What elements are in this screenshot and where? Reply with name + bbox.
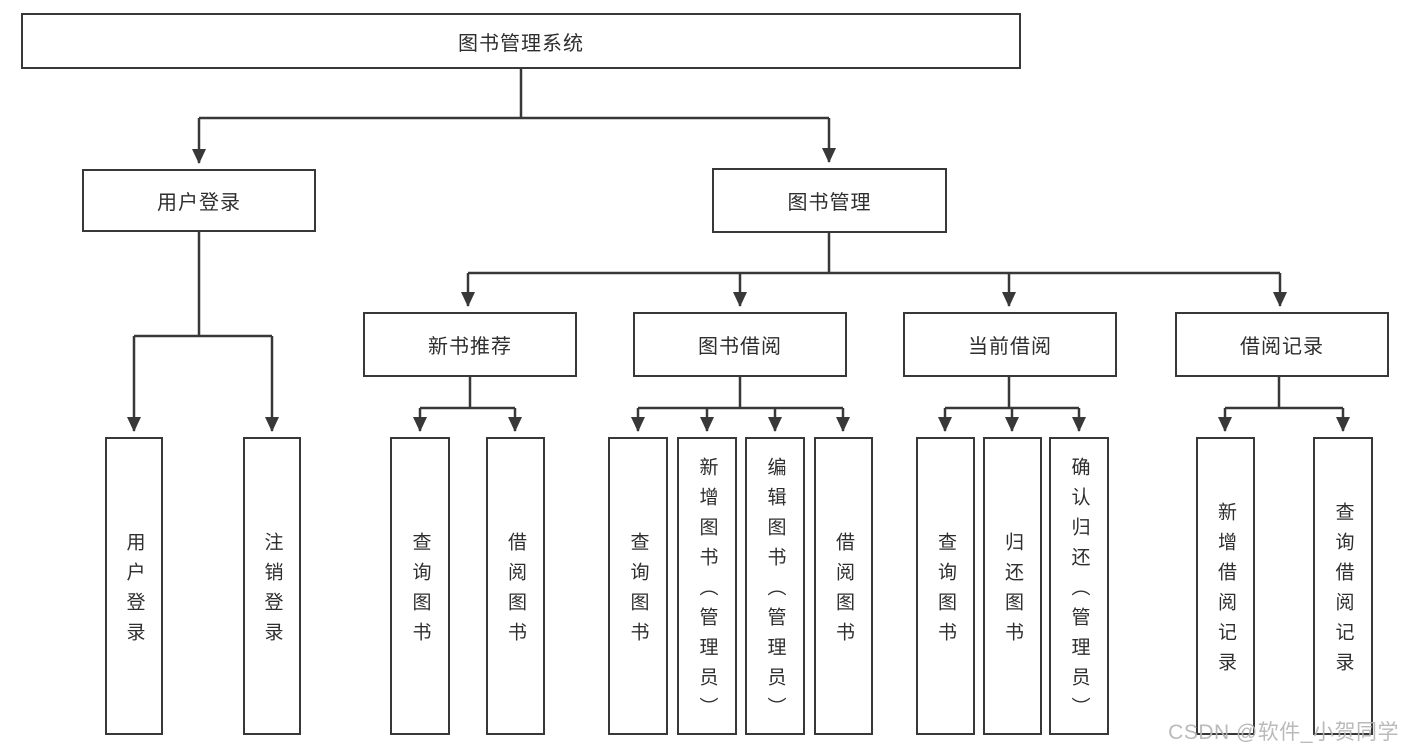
tree-arrow-lines — [127, 118, 1350, 432]
leaf-borrow-books: 借阅图书 — [814, 437, 873, 735]
leaf-confirm-return-admin: 确认归还（管理员） — [1049, 437, 1109, 735]
leaf-query-borrow-record-label: 查询借阅记录 — [1332, 501, 1354, 682]
leaf-logout: 注销登录 — [243, 437, 301, 735]
leaf-query-books-borrow-label: 查询图书 — [627, 531, 649, 652]
leaf-query-borrow-record: 查询借阅记录 — [1313, 437, 1373, 735]
node-current-borrowing: 当前借阅 — [903, 312, 1117, 377]
csdn-watermark: CSDN @软件_小贺同学 — [1168, 721, 1399, 744]
leaf-query-books-current-label: 查询图书 — [935, 531, 956, 652]
leaf-user-login: 用户登录 — [105, 437, 163, 735]
leaf-query-books-recommend: 查询图书 — [390, 437, 450, 735]
leaf-query-books-borrow: 查询图书 — [608, 437, 668, 735]
node-borrowing-records: 借阅记录 — [1175, 312, 1389, 377]
leaf-query-books-recommend-label: 查询图书 — [409, 531, 431, 652]
leaf-add-borrow-record: 新增借阅记录 — [1196, 437, 1255, 735]
leaf-return-books-label: 归还图书 — [1002, 531, 1023, 652]
node-user-login: 用户登录 — [82, 169, 316, 232]
node-book-borrowing: 图书借阅 — [633, 312, 847, 377]
leaf-add-borrow-record-label: 新增借阅记录 — [1215, 501, 1236, 682]
leaf-borrow-books-label: 借阅图书 — [833, 531, 854, 652]
node-book-management: 图书管理 — [712, 168, 947, 233]
leaf-edit-books-admin-label: 编辑图书（管理员） — [764, 456, 786, 727]
leaf-user-login-label: 用户登录 — [123, 531, 145, 652]
node-new-book-recommendation: 新书推荐 — [363, 312, 577, 377]
leaf-edit-books-admin: 编辑图书（管理员） — [745, 437, 805, 735]
leaf-borrow-books-recommend-label: 借阅图书 — [505, 531, 526, 652]
leaf-logout-label: 注销登录 — [261, 531, 283, 652]
leaf-confirm-return-admin-label: 确认归还（管理员） — [1068, 456, 1090, 727]
leaf-add-books-admin: 新增图书（管理员） — [677, 437, 737, 735]
leaf-add-books-admin-label: 新增图书（管理员） — [696, 456, 718, 727]
node-library-management-system: 图书管理系统 — [21, 13, 1021, 69]
leaf-return-books: 归还图书 — [983, 437, 1042, 735]
leaf-borrow-books-recommend: 借阅图书 — [486, 437, 545, 735]
tree-branch-lines — [134, 69, 1343, 410]
leaf-query-books-current: 查询图书 — [916, 437, 975, 735]
